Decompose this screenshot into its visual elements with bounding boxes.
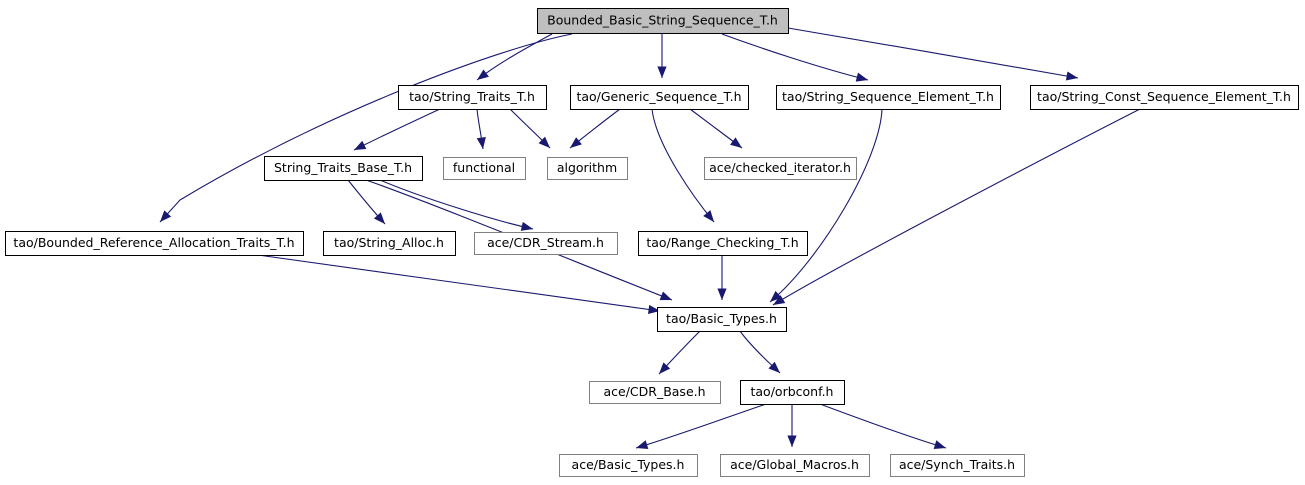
graph-node-strconstelem[interactable]: tao/String_Const_Sequence_Element_T.h — [1030, 85, 1299, 110]
graph-node-box[interactable] — [657, 307, 787, 332]
graph-node-box[interactable] — [474, 232, 618, 255]
graph-edge — [819, 403, 947, 449]
graph-edge-arrowhead — [538, 136, 550, 148]
node-layer: Bounded_Basic_String_Sequence_T.h tao/Str… — [5, 8, 1299, 477]
graph-node-acebasictypes[interactable]: ace/Basic_Types.h — [559, 454, 698, 477]
graph-node-label: ace/checked_iterator.h — [709, 160, 851, 175]
graph-node-algorithm[interactable]: algorithm — [547, 157, 628, 180]
graph-node-box[interactable] — [720, 454, 870, 477]
graph-edge-arrowhead — [373, 212, 385, 224]
graph-edge-arrowhead — [354, 140, 367, 150]
graph-node-cdrbase[interactable]: ace/CDR_Base.h — [589, 381, 721, 404]
graph-node-label: tao/Basic_Types.h — [666, 311, 777, 326]
graph-node-cdrstream[interactable]: ace/CDR_Stream.h — [474, 232, 618, 255]
graph-edge-arrowhead — [520, 221, 533, 231]
graph-edge-arrowhead — [730, 137, 742, 148]
graph-node-box[interactable] — [740, 380, 845, 405]
graph-edge — [379, 179, 534, 230]
graph-node-box[interactable] — [704, 157, 857, 180]
graph-node-box[interactable] — [5, 231, 304, 256]
graph-node-globalmacros[interactable]: ace/Global_Macros.h — [720, 454, 870, 477]
graph-node-label: tao/Range_Checking_T.h — [646, 235, 798, 250]
graph-edge-arrowhead — [770, 290, 782, 302]
graph-edge-arrowhead — [657, 66, 667, 78]
graph-node-label: ace/Basic_Types.h — [572, 457, 685, 472]
graph-node-strtraitsbase[interactable]: String_Traits_Base_T.h — [264, 156, 423, 181]
graph-node-basictypes[interactable]: tao/Basic_Types.h — [657, 307, 787, 332]
graph-node-label: tao/orbconf.h — [751, 384, 834, 399]
graph-edge-arrowhead — [160, 210, 172, 222]
graph-edge-arrowhead — [659, 362, 671, 374]
graph-edge-arrowhead — [787, 435, 797, 447]
graph-edge-arrowhead — [570, 137, 582, 148]
graph-node-orbconf[interactable]: tao/orbconf.h — [740, 380, 845, 405]
graph-edge-arrowhead — [773, 295, 786, 305]
graph-edge — [769, 108, 883, 303]
graph-edge-arrowhead — [476, 136, 486, 149]
graph-node-box[interactable] — [323, 231, 456, 256]
graph-node-box[interactable] — [776, 85, 1001, 110]
graph-node-label: tao/String_Alloc.h — [334, 235, 444, 250]
graph-node-box[interactable] — [443, 157, 526, 180]
graph-node-label: tao/Bounded_Reference_Allocation_Traits_… — [13, 235, 294, 250]
graph-edge — [787, 27, 1079, 79]
graph-node-strtraits[interactable]: tao/String_Traits_T.h — [398, 85, 547, 110]
graph-edge — [651, 108, 715, 223]
graph-node-rangecheck[interactable]: tao/Range_Checking_T.h — [638, 231, 808, 256]
graph-node-label: tao/Generic_Sequence_T.h — [576, 89, 741, 104]
graph-node-box[interactable] — [537, 8, 789, 34]
graph-node-label: functional — [453, 160, 515, 175]
graph-node-genseq[interactable]: tao/Generic_Sequence_T.h — [570, 85, 749, 110]
graph-node-box[interactable] — [559, 454, 698, 477]
graph-edge-arrowhead — [636, 440, 649, 450]
graph-edge — [772, 108, 1141, 306]
graph-edge-arrowhead — [768, 361, 780, 373]
graph-edge — [721, 33, 869, 81]
graph-edge-arrowhead — [477, 69, 489, 80]
graph-node-functional[interactable]: functional — [443, 157, 526, 180]
graph-node-label: tao/String_Const_Sequence_Element_T.h — [1037, 89, 1291, 104]
graph-node-box[interactable] — [570, 85, 749, 110]
graph-node-label: tao/String_Sequence_Element_T.h — [782, 89, 994, 104]
graph-node-box[interactable] — [890, 454, 1025, 477]
graph-edge — [635, 403, 767, 449]
graph-edge-arrowhead — [717, 288, 727, 300]
graph-node-label: ace/CDR_Base.h — [603, 384, 705, 399]
graph-edge — [353, 108, 441, 151]
graph-node-boundedref[interactable]: tao/Bounded_Reference_Allocation_Traits_… — [5, 231, 304, 256]
graph-node-label: algorithm — [557, 160, 617, 175]
graph-node-stralloc[interactable]: tao/String_Alloc.h — [323, 231, 456, 256]
graph-node-label: tao/String_Traits_T.h — [409, 89, 535, 104]
graph-edge-arrowhead — [647, 304, 660, 314]
graph-node-checkediter[interactable]: ace/checked_iterator.h — [704, 157, 857, 180]
graph-node-box[interactable] — [264, 156, 423, 181]
graph-edge-arrowhead — [703, 210, 714, 222]
graph-edge-arrowhead — [659, 291, 672, 301]
graph-node-box[interactable] — [589, 381, 721, 404]
graph-node-box[interactable] — [398, 85, 547, 110]
graph-edge-arrowhead — [855, 72, 868, 82]
graph-edge-arrowhead — [1065, 71, 1078, 81]
graph-node-box[interactable] — [638, 231, 808, 256]
graph-node-label: ace/Synch_Traits.h — [899, 457, 1015, 472]
graph-node-root[interactable]: Bounded_Basic_String_Sequence_T.h — [537, 8, 789, 34]
graph-node-label: ace/CDR_Stream.h — [487, 235, 604, 250]
graph-edge-arrowhead — [933, 440, 946, 450]
graph-node-label: Bounded_Basic_String_Sequence_T.h — [547, 13, 778, 28]
graph-node-strseqelem[interactable]: tao/String_Sequence_Element_T.h — [776, 85, 1001, 110]
graph-node-box[interactable] — [1030, 85, 1299, 110]
graph-node-label: String_Traits_Base_T.h — [274, 160, 412, 175]
edge-layer — [159, 27, 1141, 450]
graph-edge — [257, 254, 661, 312]
graph-node-box[interactable] — [547, 157, 628, 180]
graph-edge — [159, 33, 573, 223]
graph-node-synchtraits[interactable]: ace/Synch_Traits.h — [890, 454, 1025, 477]
graph-node-label: ace/Global_Macros.h — [730, 457, 859, 472]
